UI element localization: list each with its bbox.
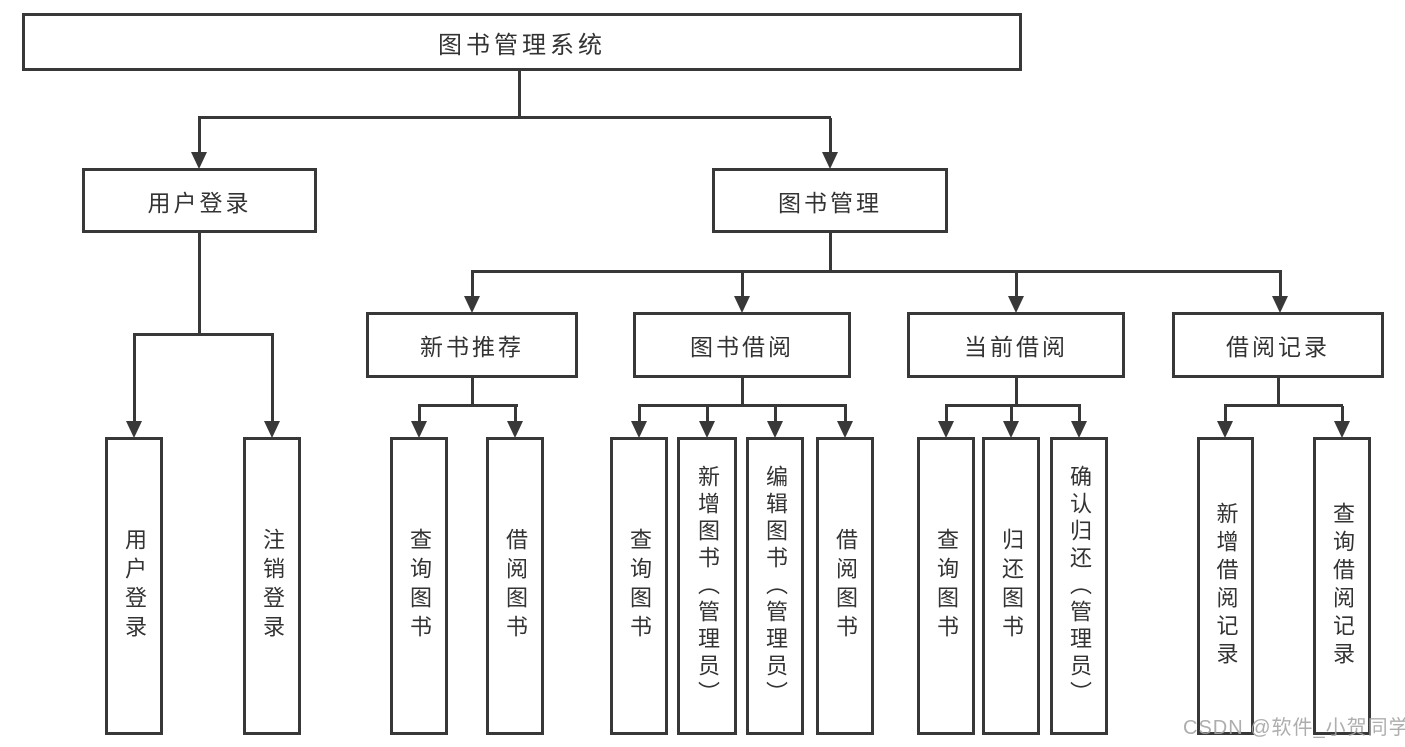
leaf-user-login-label: 用户登录 <box>122 528 147 644</box>
connector-branch <box>638 404 847 407</box>
leaf-cb-confirm-return-admin: 确认归还（管理员） <box>1050 437 1108 735</box>
connector-root-stem <box>518 71 521 118</box>
arrowhead <box>191 152 207 169</box>
leaf-cb-confirm-return-admin-label: 确认归还（管理员） <box>1067 464 1092 708</box>
leaf-logout-label: 注销登录 <box>260 528 285 644</box>
arrowhead <box>631 421 647 438</box>
leaf-cb-return-book: 归还图书 <box>982 437 1040 735</box>
arrowhead <box>264 421 280 438</box>
connector-branch <box>418 404 518 407</box>
leaf-cb-query-book-label: 查询图书 <box>934 528 959 644</box>
arrowhead <box>411 421 427 438</box>
arrowhead <box>507 421 523 438</box>
leaf-bb-edit-book-admin-label: 编辑图书（管理员） <box>763 464 788 708</box>
connector-stem <box>1015 378 1018 405</box>
connector-branch <box>945 404 1081 407</box>
node-current-borrow-label: 当前借阅 <box>964 334 1068 360</box>
node-borrow-record-label: 借阅记录 <box>1226 334 1330 360</box>
arrowhead <box>1071 421 1087 438</box>
connector-branch <box>1224 404 1343 407</box>
connector-stem <box>706 406 709 422</box>
arrowhead <box>1334 421 1350 438</box>
leaf-bb-query-book: 查询图书 <box>610 437 668 735</box>
connector-stem <box>1279 272 1282 298</box>
connector-stem <box>829 233 832 272</box>
connector-level2-branch <box>198 116 831 119</box>
connector-stem <box>844 406 847 422</box>
leaf-nbr-query-book: 查询图书 <box>390 437 448 735</box>
arrowhead <box>734 296 750 313</box>
arrowhead <box>1217 421 1233 438</box>
connector-stem <box>945 406 948 422</box>
leaf-bb-borrow-book-label: 借阅图书 <box>833 528 858 644</box>
arrowhead <box>767 421 783 438</box>
leaf-bb-borrow-book: 借阅图书 <box>816 437 874 735</box>
csdn-watermark: CSDN @软件_小贺同学 <box>1183 717 1405 739</box>
connector-stem <box>271 336 274 422</box>
arrowhead <box>938 421 954 438</box>
leaf-br-query-record: 查询借阅记录 <box>1313 437 1371 735</box>
node-current-borrow: 当前借阅 <box>907 312 1125 378</box>
connector-stem <box>1010 406 1013 422</box>
leaf-nbr-borrow-book: 借阅图书 <box>486 437 544 735</box>
connector-stem <box>638 406 641 422</box>
arrowhead <box>822 152 838 169</box>
connector-stem <box>471 272 474 298</box>
arrowhead <box>1008 296 1024 313</box>
connector-stem <box>471 378 474 405</box>
node-book-borrow: 图书借阅 <box>633 312 851 378</box>
connector-stem <box>198 233 201 336</box>
leaf-cb-return-book-label: 归还图书 <box>999 528 1024 644</box>
arrowhead <box>699 421 715 438</box>
leaf-nbr-borrow-book-label: 借阅图书 <box>503 528 528 644</box>
connector-stem <box>1015 272 1018 298</box>
connector-stem <box>198 118 201 154</box>
leaf-br-query-record-label: 查询借阅记录 <box>1330 502 1355 670</box>
node-root-label: 图书管理系统 <box>438 31 606 59</box>
leaf-br-add-record-label: 新增借阅记录 <box>1213 502 1239 670</box>
leaf-logout: 注销登录 <box>243 437 301 735</box>
node-root: 图书管理系统 <box>22 13 1022 71</box>
leaf-br-add-record: 新增借阅记录 <box>1197 437 1254 735</box>
node-user-login-label: 用户登录 <box>147 189 252 216</box>
leaf-bb-add-book-admin: 新增图书（管理员） <box>677 437 737 735</box>
connector-stem <box>741 378 744 405</box>
node-new-book-recommend: 新书推荐 <box>366 312 578 378</box>
leaf-user-login: 用户登录 <box>105 437 163 735</box>
arrowhead <box>464 296 480 313</box>
leaf-nbr-query-book-label: 查询图书 <box>407 528 432 644</box>
connector-stem <box>774 406 777 422</box>
node-book-management: 图书管理 <box>712 168 948 233</box>
connector-stem <box>514 406 517 422</box>
arrowhead <box>1272 296 1288 313</box>
connector-stem <box>741 272 744 298</box>
leaf-cb-query-book: 查询图书 <box>917 437 975 735</box>
arrowhead <box>126 421 142 438</box>
node-borrow-record: 借阅记录 <box>1172 312 1384 378</box>
node-new-book-recommend-label: 新书推荐 <box>420 334 524 360</box>
connector-stem <box>133 336 136 422</box>
connector-branch <box>133 333 274 336</box>
connector-stem <box>1277 378 1280 405</box>
arrowhead <box>837 421 853 438</box>
connector-stem <box>1341 406 1344 422</box>
connector-stem <box>829 118 832 154</box>
leaf-bb-edit-book-admin: 编辑图书（管理员） <box>746 437 804 735</box>
arrowhead <box>1003 421 1019 438</box>
connector-stem <box>418 406 421 422</box>
node-user-login: 用户登录 <box>82 168 317 233</box>
connector-stem <box>1224 406 1227 422</box>
leaf-bb-add-book-admin-label: 新增图书（管理员） <box>695 464 720 708</box>
leaf-bb-query-book-label: 查询图书 <box>627 528 652 644</box>
connector-stem <box>1078 406 1081 422</box>
connector-level3-branch <box>471 270 1282 273</box>
node-book-management-label: 图书管理 <box>778 189 882 216</box>
node-book-borrow-label: 图书借阅 <box>690 334 794 360</box>
